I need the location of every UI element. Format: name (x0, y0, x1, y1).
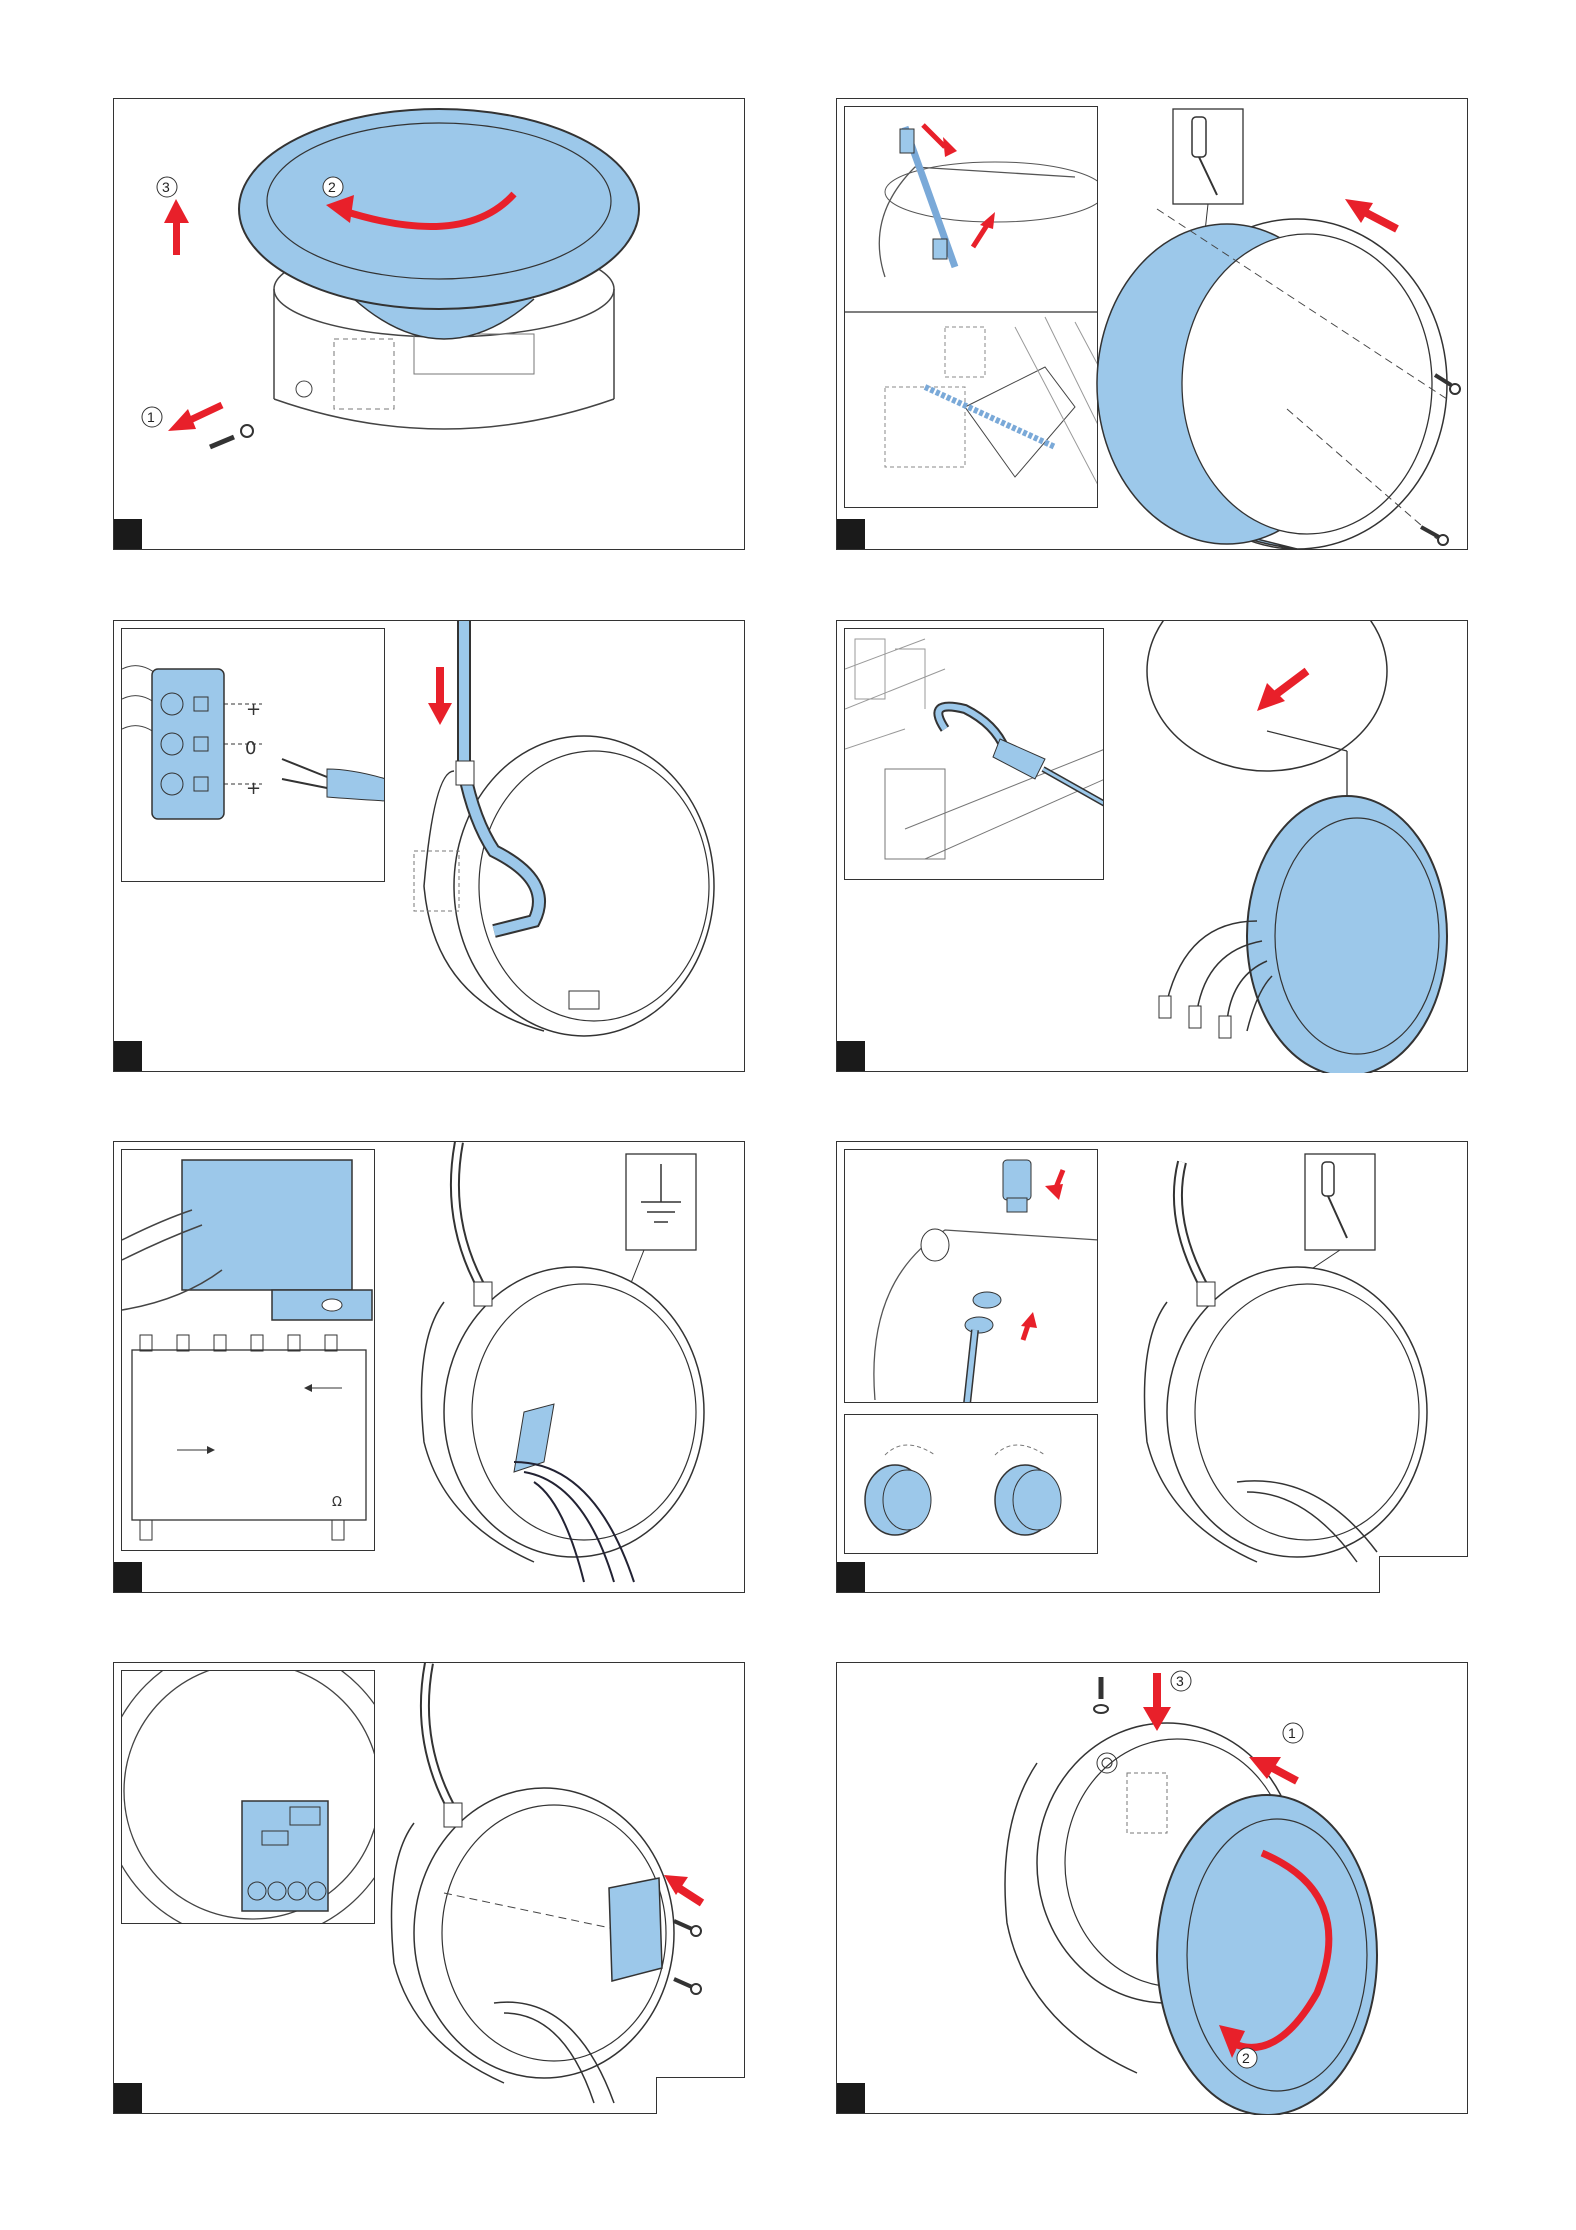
cover-disc-icon (1247, 796, 1447, 1073)
panel-cable-gland (836, 1141, 1468, 1593)
screw-icon (210, 425, 253, 447)
step-1-label: 1 (1288, 1725, 1296, 1741)
page-tab (656, 2077, 745, 2114)
cover-disc-icon (1157, 1795, 1377, 2115)
panel-marker (837, 1562, 865, 1592)
step-2-label: 2 (1242, 2050, 1250, 2066)
panel-attach-cover-lanyard (836, 620, 1468, 1072)
panel-remove-cover: 2 3 1 (113, 98, 745, 550)
page-tab (1379, 1556, 1468, 1593)
step-3-label: 3 (162, 179, 170, 195)
panel-marker (837, 519, 865, 549)
ground-symbol-icon (626, 1154, 696, 1250)
panel-fit-cover: 2 1 3 (836, 1662, 1468, 2114)
panel-marker (114, 519, 142, 549)
panel-mount-housing (836, 98, 1468, 550)
panel-marker (114, 2083, 142, 2113)
circuit-board-icon (609, 1878, 662, 1981)
screw-icon (674, 1921, 701, 1994)
screw-icon (1094, 1677, 1108, 1713)
step-1-label: 1 (147, 409, 155, 425)
panel-ground-connection: Ω (113, 1141, 745, 1593)
panel-install-board (113, 1662, 745, 2114)
panel-connect-terminal: + 0 + (113, 620, 745, 1072)
step-3-label: 3 (1176, 1673, 1184, 1689)
panel-marker (837, 1041, 865, 1071)
step-2-label: 2 (328, 179, 336, 195)
panel-marker (837, 2083, 865, 2113)
panel-marker (114, 1041, 142, 1071)
panel-marker (114, 1562, 142, 1592)
